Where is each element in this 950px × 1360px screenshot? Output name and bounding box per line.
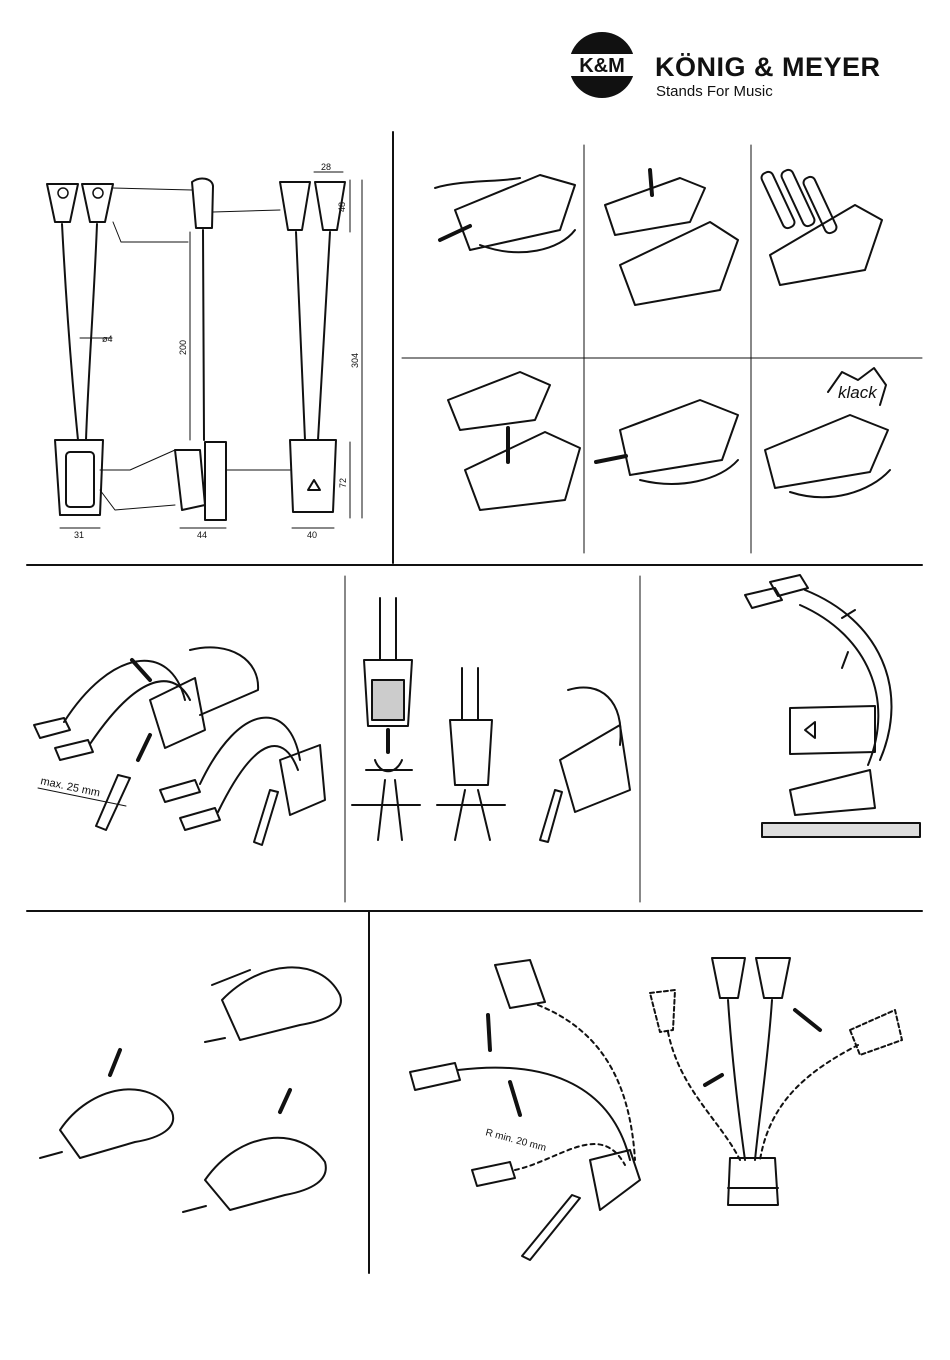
gooseneck-bending: [410, 958, 902, 1260]
switch-operation: [40, 967, 341, 1212]
dimension-drawing: [47, 172, 362, 528]
label-clamp-max: max. 25 mm: [39, 775, 101, 799]
clamp-mounting: [34, 647, 325, 845]
dim-base-front: 31: [74, 530, 84, 540]
label-battery-click: klack: [838, 383, 878, 402]
label-bend-radius: R min. 20 mm: [484, 1127, 547, 1154]
dim-base-side: 44: [197, 530, 207, 540]
dim-tube-diameter: ø4: [102, 334, 113, 344]
panel-dividers: [27, 132, 922, 1273]
dim-base-back: 40: [307, 530, 317, 540]
dim-clip-height: 72: [338, 478, 348, 488]
clip-detail: [352, 598, 630, 842]
dim-gooseneck-length: 200: [178, 340, 188, 355]
dim-head-width: 28: [321, 162, 331, 172]
dim-total-height: 304: [350, 353, 360, 368]
standalone-stand: [745, 575, 920, 837]
battery-steps: [435, 168, 890, 510]
dim-head-height: 48: [337, 202, 347, 212]
